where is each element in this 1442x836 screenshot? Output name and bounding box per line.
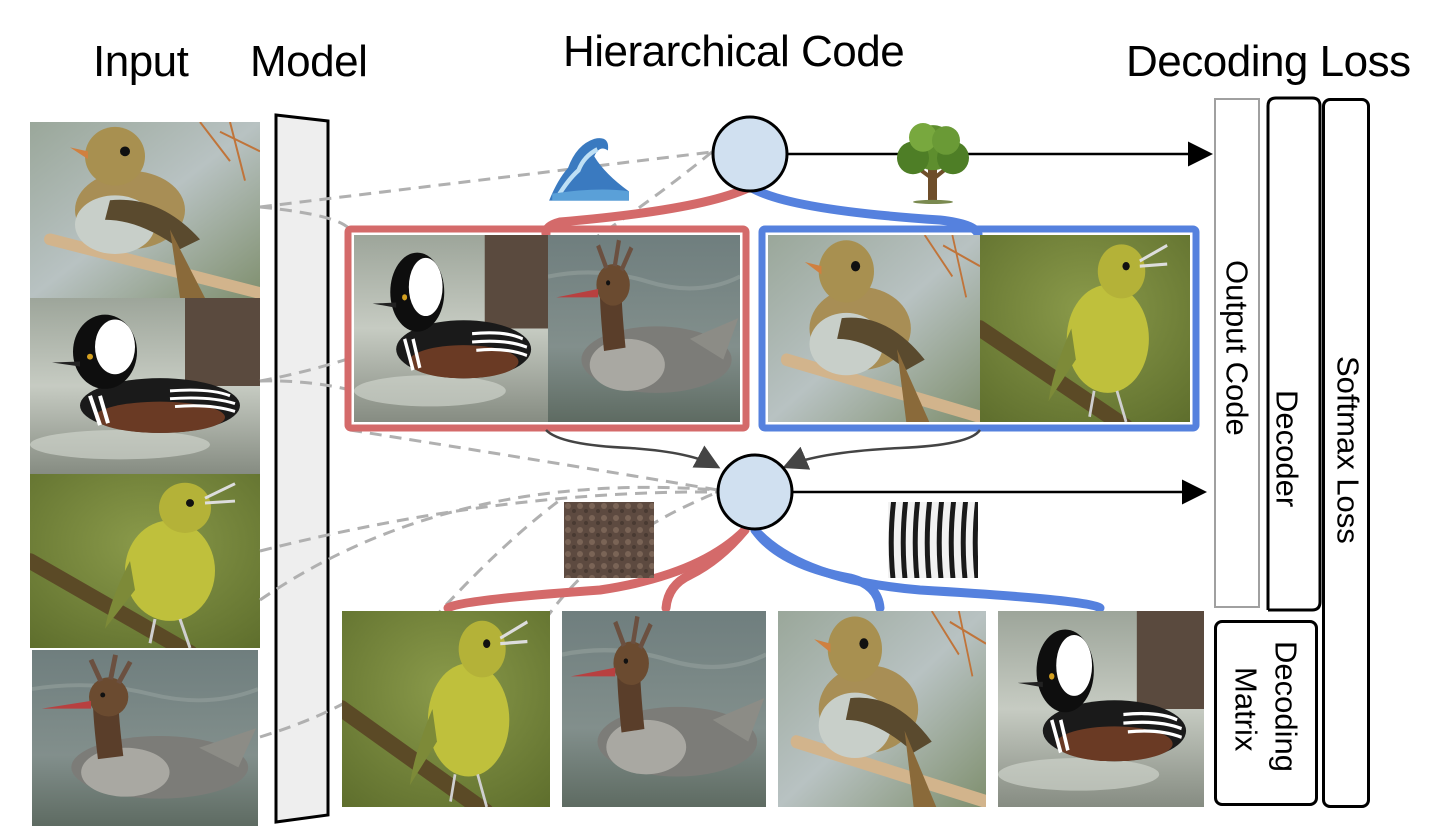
arrow-red-to-node2 (545, 429, 721, 469)
water-splash-icon (547, 133, 631, 203)
blue-branch-level2-a (750, 525, 885, 613)
red-branch-level2-b (661, 525, 750, 613)
code-node-level2[interactable] (716, 453, 794, 531)
group1-image-red-breasted-merganser (548, 235, 740, 422)
leaf-image-hooded-merganser (998, 611, 1204, 807)
decoder-block (1266, 96, 1322, 612)
group2-image-yellow-warbler (980, 235, 1190, 422)
heading-hierarchical-code: Hierarchical Code (563, 27, 905, 76)
input-image-flycatcher (30, 122, 260, 298)
tree-icon (888, 122, 978, 204)
group1-image-hooded-merganser (354, 235, 548, 422)
softmax-loss-label: Softmax Loss (1330, 356, 1366, 544)
code-node-level1[interactable] (711, 115, 789, 193)
model-block (274, 113, 330, 824)
decoder-label: Decoder (1269, 390, 1305, 508)
leaf-image-yellow-warbler (342, 611, 550, 807)
decoding-matrix-label-line2: Matrix (1228, 667, 1264, 752)
zebra-stripe-patch (888, 502, 978, 578)
heading-model: Model (250, 37, 368, 86)
output-code-block: Output Code (1214, 98, 1260, 608)
decoding-matrix-label-line1: Decoding (1268, 641, 1304, 772)
input-image-yellow-warbler (30, 474, 260, 648)
softmax-loss-block: Softmax Loss (1322, 98, 1370, 808)
decoding-matrix-block: Decoding Matrix (1214, 620, 1318, 806)
leaf-image-flycatcher (778, 611, 986, 807)
output-code-label: Output Code (1219, 260, 1255, 436)
heading-decoding-loss: Decoding Loss (1126, 37, 1411, 86)
input-image-hooded-merganser (30, 298, 260, 474)
arrow-blue-to-node2 (782, 429, 982, 470)
heading-input: Input (93, 37, 189, 86)
feather-texture-patch (564, 502, 654, 578)
input-image-red-breasted-merganser (32, 650, 258, 826)
group2-image-flycatcher (768, 235, 980, 422)
leaf-image-red-breasted-merganser (562, 611, 766, 807)
